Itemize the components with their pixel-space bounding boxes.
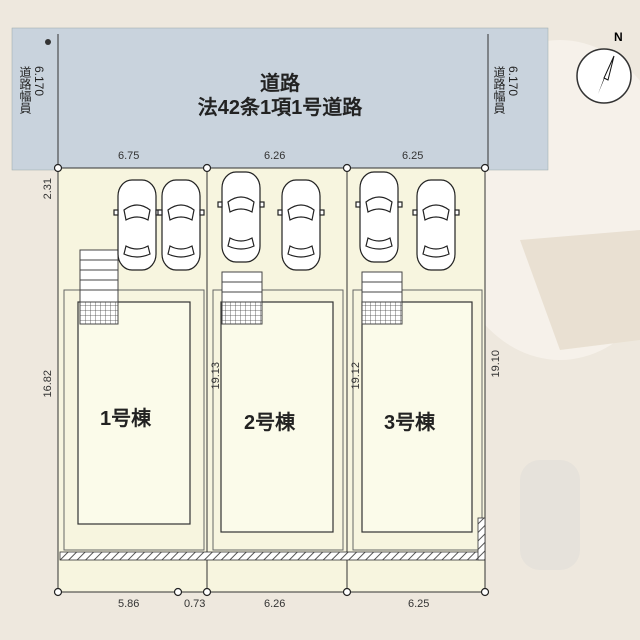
compass-icon	[576, 48, 632, 104]
north-compass: N	[572, 30, 636, 106]
parking-car	[355, 171, 403, 263]
parking-car	[113, 179, 161, 271]
building-label-1: 1号棟	[100, 408, 152, 430]
road-width-left-value-wrap: 6.170	[32, 66, 46, 97]
road-subtitle: 法42条1項1号道路	[197, 97, 363, 119]
side-dim-setback: 2.31	[42, 178, 54, 200]
bottom-dim-lot-3: 6.25	[408, 598, 430, 610]
side-dim-lot-2: 19.13	[210, 362, 222, 390]
side-dim-lot-3: 19.12	[350, 362, 362, 390]
road-width-right-value: 6.170	[506, 66, 520, 97]
road-width-left-value: 6.170	[32, 66, 46, 97]
bottom-dim-gap: 0.73	[184, 598, 206, 610]
road-width-right-value-wrap: 6.170	[506, 66, 520, 97]
building-3	[361, 301, 473, 533]
stairs-3	[361, 271, 403, 325]
parking-car	[412, 179, 460, 271]
building-1	[77, 301, 191, 525]
building-label-2: 2号棟	[244, 412, 296, 434]
side-dim-right: 19.10	[490, 350, 502, 378]
stairs-1	[79, 249, 119, 325]
parking-car	[277, 179, 325, 271]
bottom-dim-lot-2: 6.26	[264, 598, 286, 610]
compass-letter: N	[614, 30, 623, 44]
side-dim-lot-1: 16.82	[42, 370, 54, 398]
top-dim-lot-2: 6.26	[264, 150, 286, 162]
parking-car	[157, 179, 205, 271]
road-area	[11, 27, 549, 171]
road-label: 道路 法42条1項1号道路	[160, 72, 400, 120]
building-2	[220, 301, 334, 533]
road-width-right-label: 道路幅員	[492, 66, 506, 114]
road-width-right: 道路幅員	[492, 66, 506, 114]
building-label-3: 3号棟	[384, 412, 436, 434]
road-width-left: 道路幅員	[18, 66, 32, 114]
top-dim-lot-1: 6.75	[118, 150, 140, 162]
road-title: 道路	[260, 73, 300, 95]
bottom-dim-lot-1: 5.86	[118, 598, 140, 610]
fence-strip	[59, 551, 485, 561]
top-dim-lot-3: 6.25	[402, 150, 424, 162]
parking-car	[217, 171, 265, 263]
stairs-2	[221, 271, 263, 325]
road-width-left-label: 道路幅員	[18, 66, 32, 114]
